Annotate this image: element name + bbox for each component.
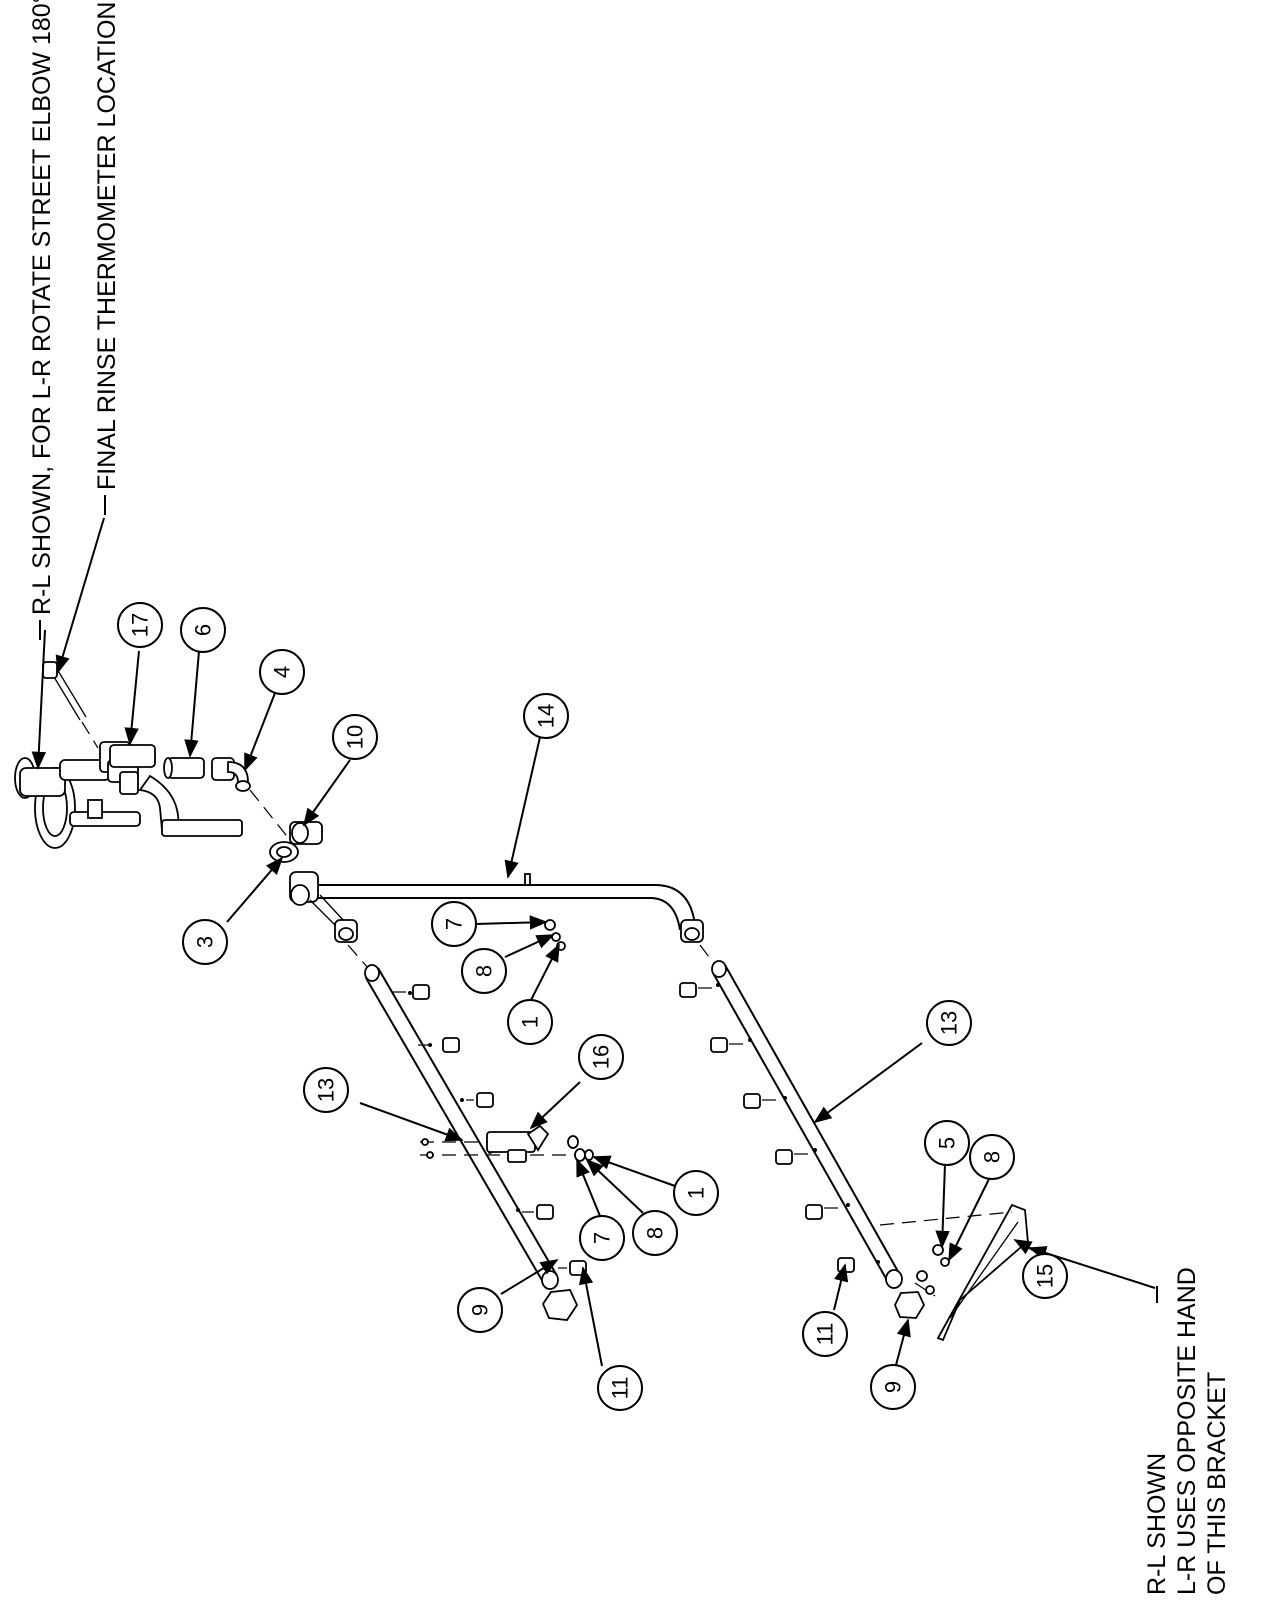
- balloon-circle: [597, 1365, 643, 1411]
- item-balloon: 1: [507, 999, 553, 1045]
- item-number-label: 14: [534, 704, 559, 728]
- balloon-circle: [523, 693, 569, 739]
- balloon-circle: [802, 1311, 848, 1357]
- balloon-circle: [579, 1215, 625, 1261]
- item-balloon: 13: [926, 1000, 972, 1046]
- balloon-circle: [632, 1210, 678, 1256]
- item-number-label: 7: [590, 1232, 615, 1244]
- bracket-note-line-3: OF THIS BRACKET: [1203, 1372, 1231, 1595]
- bracket-note-line-2: L-R USES OPPOSITE HAND: [1173, 1267, 1201, 1595]
- centerline-left-arm: [347, 944, 369, 969]
- thermometer-note: FINAL RINSE THERMOMETER LOCATION: [93, 2, 121, 490]
- balloon-circle: [507, 999, 553, 1045]
- balloon-circle: [926, 1000, 972, 1046]
- item-balloon: 7: [579, 1215, 625, 1261]
- thermometer-probe: [42, 661, 99, 749]
- item-number-label: 6: [191, 624, 216, 636]
- item-number-label: 8: [980, 1151, 1005, 1163]
- left-arm-nozzles: [392, 984, 587, 1276]
- balloon-circle: [870, 1364, 916, 1410]
- item-number-label: 1: [684, 1187, 709, 1199]
- valve-gauge-assembly: [14, 741, 243, 849]
- bracket-note-line-1: R-L SHOWN: [1143, 1453, 1171, 1595]
- nipple-part: [163, 757, 205, 779]
- item-balloon: 4: [259, 649, 305, 695]
- right-end-cap: [894, 1291, 926, 1319]
- item-number-label: 11: [608, 1377, 633, 1400]
- item-number-label: 4: [270, 666, 295, 678]
- balloon-circle: [1022, 1253, 1068, 1299]
- item-balloon: 6: [180, 607, 226, 653]
- item-balloon: 1: [673, 1170, 719, 1216]
- item-number-label: 7: [442, 918, 467, 930]
- balloon-circle: [259, 649, 305, 695]
- item-balloon: 8: [632, 1210, 678, 1256]
- item-number-label: 1: [518, 1016, 543, 1028]
- item-balloon: 11: [802, 1311, 848, 1357]
- street-elbow-part: [211, 757, 251, 792]
- mounting-bracket: [879, 1203, 1029, 1342]
- balloon-circle: [578, 1034, 624, 1080]
- right-wash-arm: [711, 960, 903, 1289]
- left-wash-arm: [364, 964, 559, 1290]
- left-end-cap: [541, 1289, 579, 1321]
- item-balloon: 16: [578, 1034, 624, 1080]
- item-number-label: 3: [193, 936, 218, 948]
- item-balloon: 9: [457, 1287, 503, 1333]
- street-elbow-note: R-L SHOWN, FOR L-R ROTATE STREET ELBOW 1…: [28, 0, 56, 615]
- balloon-circle: [303, 1067, 349, 1113]
- balloon-circle: [969, 1134, 1015, 1180]
- balloon-circle: [457, 1287, 503, 1333]
- leader-lines: [31, 517, 1156, 1367]
- balloon-circle: [461, 948, 507, 994]
- balloon-circle: [180, 607, 226, 653]
- item-balloon: 8: [461, 948, 507, 994]
- item-balloon: 3: [182, 919, 228, 965]
- item-balloon: 5: [924, 1120, 970, 1166]
- item-number-label: 9: [881, 1381, 906, 1393]
- item-balloon: 8: [969, 1134, 1015, 1180]
- item-balloon: 17: [117, 602, 163, 648]
- item-balloon: 15: [1022, 1253, 1068, 1299]
- right-arm-nozzles: [679, 982, 855, 1273]
- item-number-label: 8: [643, 1227, 668, 1239]
- item-balloon: 10: [332, 714, 378, 760]
- upper-small-hardware: [544, 919, 566, 951]
- item-balloon: 14: [523, 693, 569, 739]
- balloon-circle: [673, 1170, 719, 1216]
- union-part: [289, 821, 323, 845]
- item-number-label: 16: [589, 1045, 614, 1069]
- item-balloon: 13: [303, 1067, 349, 1113]
- balloon-circle: [924, 1120, 970, 1166]
- item-number-label: 5: [935, 1137, 960, 1149]
- balloon-circle: [117, 602, 163, 648]
- item-number-label: 8: [472, 965, 497, 977]
- balloon-circle: [332, 714, 378, 760]
- balloon-circle: [431, 901, 477, 947]
- item-number-label: 10: [343, 725, 368, 749]
- item-balloon: 9: [870, 1364, 916, 1410]
- manifold-pipe: [289, 871, 704, 943]
- locknut-part: [269, 841, 299, 863]
- item-number-label: 17: [128, 613, 153, 637]
- item-number-label: 15: [1033, 1264, 1058, 1288]
- centerline-upper: [249, 789, 291, 841]
- item-balloon: 11: [597, 1365, 643, 1411]
- item-balloon: 7: [431, 901, 477, 947]
- item-number-label: 11: [813, 1323, 838, 1346]
- item-number-label: 9: [468, 1304, 493, 1316]
- item-number-label: 13: [937, 1011, 962, 1035]
- left-arm-bracket: [420, 1124, 594, 1163]
- item-number-label: 13: [314, 1078, 339, 1102]
- balloon-circle: [182, 919, 228, 965]
- centerline-right-arm: [699, 944, 716, 966]
